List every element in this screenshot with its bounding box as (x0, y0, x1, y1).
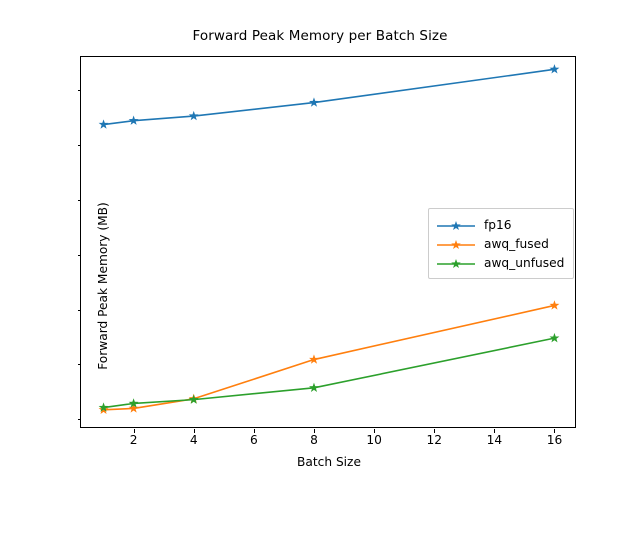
y-tick-mark (77, 89, 81, 91)
x-tick-label: 12 (426, 433, 442, 447)
x-tick-mark (193, 429, 195, 433)
data-point-marker (128, 403, 139, 413)
x-tick-label: 14 (486, 433, 503, 447)
series-line (102, 337, 556, 409)
x-tick-mark (494, 429, 496, 433)
legend-label: fp16 (484, 217, 512, 232)
x-tick-label: 8 (310, 433, 318, 447)
y-tick-mark (77, 254, 81, 256)
data-point-marker (98, 119, 109, 129)
data-point-marker (188, 394, 199, 404)
data-point-marker (188, 110, 199, 121)
x-tick-mark (434, 429, 436, 433)
x-tick-label: 4 (189, 433, 198, 447)
plot-area: Forward Peak Memory (MB) Batch Size 6000… (77, 56, 576, 469)
data-point-marker (549, 64, 560, 74)
x-tick-mark (313, 429, 315, 433)
legend-label: awq_unfused (484, 255, 565, 270)
x-tick-label: 16 (546, 433, 563, 447)
data-point-marker (549, 332, 560, 343)
x-tick-label: 6 (249, 433, 258, 447)
data-point-marker (98, 402, 109, 412)
data-point-marker (549, 300, 560, 310)
chart-legend: fp16 awq_fused awq_unfused (428, 208, 575, 279)
x-tick-mark (374, 429, 376, 433)
legend-entry-awq_fused: awq_fused (436, 234, 564, 253)
x-tick-label: 10 (366, 433, 382, 447)
y-tick-mark (77, 309, 81, 311)
x-axis-label: Batch Size (297, 455, 361, 469)
x-tick-mark (133, 429, 135, 433)
y-tick-mark (77, 144, 81, 146)
chart-data-lines (98, 64, 560, 414)
series-fp16 (98, 64, 560, 129)
data-point-marker (128, 115, 139, 125)
series-awq_unfused (98, 332, 560, 412)
x-tick-label: 2 (129, 433, 138, 447)
data-point-marker (128, 398, 139, 408)
series-line (102, 304, 556, 411)
series-awq_fused (98, 300, 560, 414)
series-line (102, 68, 556, 126)
legend-line-sample (436, 256, 476, 270)
data-point-marker (309, 97, 319, 107)
chart-title: Forward Peak Memory per Batch Size (192, 28, 448, 44)
legend-line-sample (436, 237, 476, 251)
x-tick-mark (253, 429, 255, 433)
chart-figure: Forward Peak Memory per Batch Size Forwa… (77, 28, 576, 469)
legend-label: awq_fused (484, 236, 549, 251)
data-point-marker (309, 382, 319, 393)
x-tick-mark (554, 429, 556, 433)
y-tick-mark (77, 364, 81, 366)
legend-line-sample (436, 218, 476, 232)
legend-entry-fp16: fp16 (436, 215, 564, 234)
y-tick-mark (77, 419, 81, 421)
y-tick-mark (77, 199, 81, 201)
data-point-marker (309, 354, 319, 364)
legend-entry-awq_unfused: awq_unfused (436, 253, 564, 272)
